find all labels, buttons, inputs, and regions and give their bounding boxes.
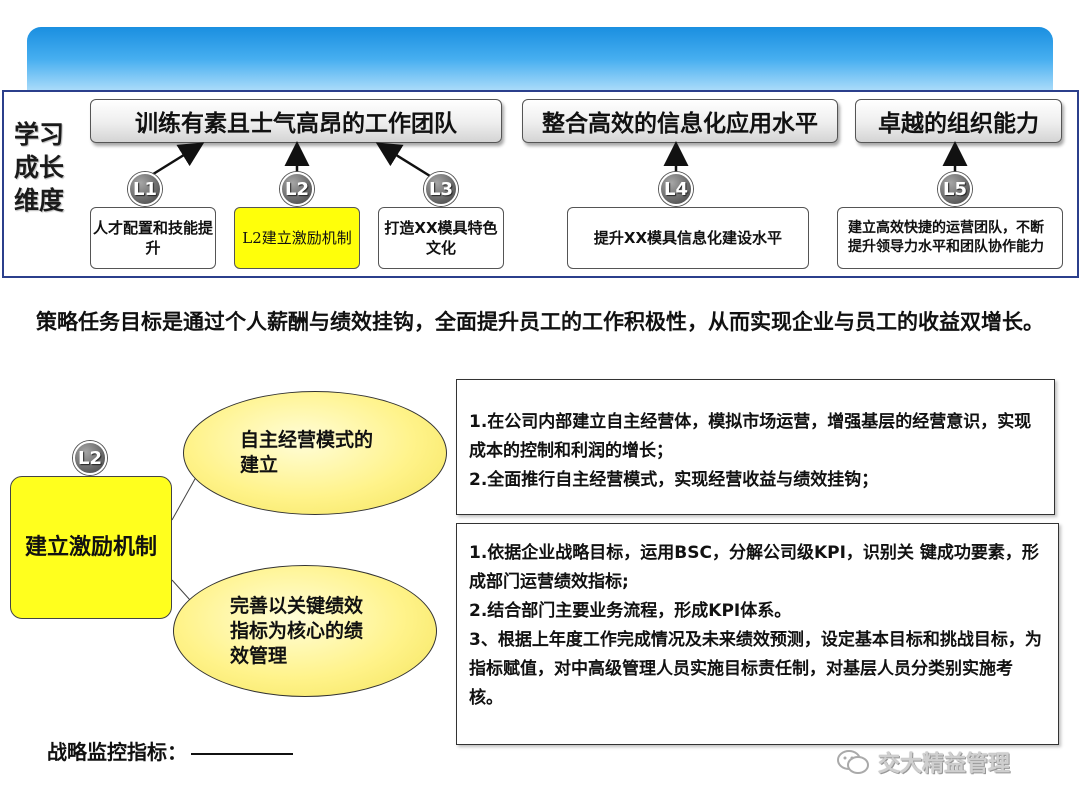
initiative-detail: 1.在公司内部建立自主经营体，模拟市场运营，增强基层的经营意识，实现成本的控制和… [456, 379, 1055, 515]
level-box-l2: L2建立激励机制 [234, 207, 360, 269]
detail-line: 3、根据上年度工作完成情况及未来绩效预测，设定基本目标和挑战目标，为指标赋值，对… [469, 630, 1042, 708]
arrow-l3 [375, 142, 431, 178]
initiative-label: 自主经营模式的建立 [240, 429, 374, 476]
monitor-blank [191, 752, 293, 755]
watermark-text: 交大精益管理 [878, 752, 1011, 777]
wechat-icon [837, 750, 869, 774]
level-box-l3: 打造XX模具特色文化 [378, 207, 504, 269]
watermark: 交大精益管理 [836, 746, 1010, 778]
dimension-label-line: 学习 [14, 120, 65, 149]
initiative-ellipse: 自主经营模式的建立 [183, 391, 447, 515]
goal-info: 整合高效的信息化应用水平 [522, 99, 838, 143]
level-box-l4: 提升XX模具信息化建设水平 [567, 207, 809, 269]
focus-connector-bottom [171, 579, 191, 601]
detail-line: 2.全面推行自主经营模式，实现经营收益与绩效挂钩； [469, 470, 879, 490]
initiative-ellipse: 完善以关键绩效指标为核心的绩效管理 [173, 565, 437, 697]
focus-badge: L2 [73, 441, 107, 475]
goal-org: 卓越的组织能力 [855, 99, 1062, 143]
strategy-statement: 策略任务目标是通过个人薪酬与绩效挂钩，全面提升员工的工作积极性，从而实现企业与员… [36, 310, 1044, 334]
dimension-label: 学习 成长 维度 [14, 118, 84, 217]
badge-l2: L2 [280, 172, 314, 206]
initiative-detail: 1.依据企业战略目标，运用BSC，分解公司级KPI，识别关 键成功要素，形成部门… [456, 523, 1059, 745]
level-box-l5: 建立高效快捷的运营团队，不断提升领导力水平和团队协作能力 [837, 207, 1063, 269]
badge-l4: L4 [659, 172, 693, 206]
monitor-label: 战略监控指标： [47, 740, 187, 764]
level-box-l1: 人才配置和技能提升 [90, 207, 216, 269]
arrow-l1 [149, 142, 205, 178]
detail-line: 2.结合部门主要业务流程，形成KPI体系。 [469, 601, 792, 621]
badge-l1: L1 [128, 172, 162, 206]
badge-l3: L3 [424, 172, 458, 206]
initiative-label: 完善以关键绩效指标为核心的绩效管理 [230, 594, 364, 667]
dimension-label-line: 维度 [14, 186, 65, 215]
detail-line: 1.依据企业战略目标，运用BSC，分解公司级KPI，识别关 键成功要素，形成部门… [469, 543, 1039, 592]
focus-box: 建立激励机制 [10, 476, 172, 619]
monitor-indicator: 战略监控指标： [47, 736, 293, 765]
detail-line: 1.在公司内部建立自主经营体，模拟市场运营，增强基层的经营意识，实现成本的控制和… [469, 412, 1032, 461]
badge-l5: L5 [938, 172, 972, 206]
dimension-label-line: 成长 [14, 153, 65, 182]
